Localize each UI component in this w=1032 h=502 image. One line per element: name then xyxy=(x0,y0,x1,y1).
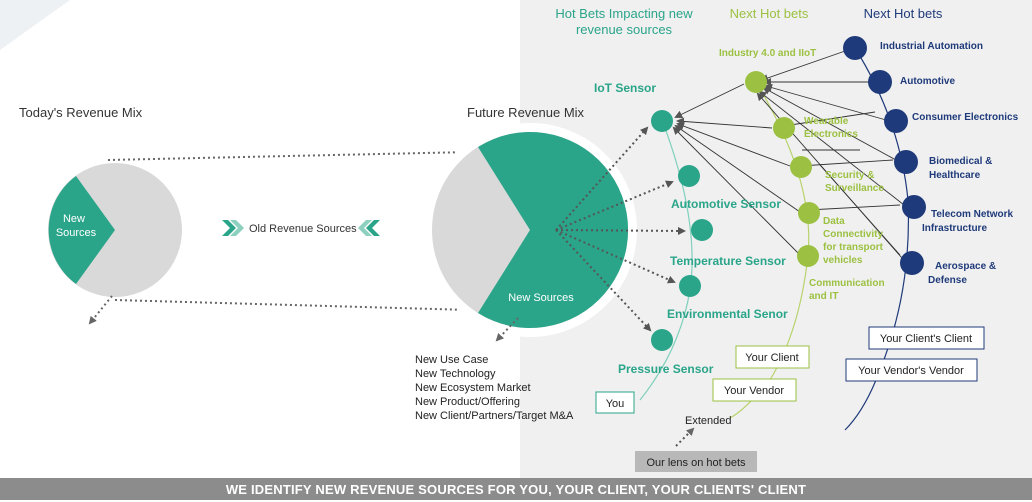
corner-decoration xyxy=(0,0,70,50)
node-security xyxy=(790,156,812,178)
node-telecom xyxy=(902,195,926,219)
our-lens-box: Our lens on hot bets xyxy=(635,451,757,472)
node-wearable xyxy=(773,117,795,139)
sensor-label-automotive: Automotive Sensor xyxy=(671,197,781,211)
list-connector xyxy=(495,317,519,342)
list-item: New Product/Offering xyxy=(415,396,520,408)
sensor-label-temperature: Temperature Sensor xyxy=(670,254,786,268)
old-revenue-label: Old Revenue Sources xyxy=(249,223,357,235)
green-label-comm-2: and IT xyxy=(809,291,838,302)
sensor-label-iot: IoT Sensor xyxy=(594,81,656,95)
todays-new-sources-label-2: Sources xyxy=(56,227,97,239)
list-item: New Client/Partners/Target M&A xyxy=(415,410,574,422)
connector-down-left xyxy=(88,295,113,325)
green-label-wearable-2: Electronics xyxy=(804,129,858,140)
green-nodes xyxy=(745,71,820,267)
future-new-sources-label: New Sources xyxy=(508,292,574,304)
you-label: You xyxy=(606,398,625,410)
blue-nodes xyxy=(843,36,926,275)
node-data xyxy=(798,202,820,224)
hot-bets-header: Hot Bets Impacting new xyxy=(555,6,693,21)
sensor-label-environmental: Environmental Senor xyxy=(667,307,788,321)
chevron-left-icon xyxy=(358,220,380,236)
your-vendor-label: Your Vendor xyxy=(724,385,784,397)
blue-label-industrial: Industrial Automation xyxy=(880,41,983,52)
node-communication xyxy=(797,245,819,267)
list-item: New Technology xyxy=(415,368,496,380)
your-client-label: Your Client xyxy=(745,352,798,364)
your-vendors-vendor-label: Your Vendor's Vendor xyxy=(858,365,964,377)
node-automotive-sensor xyxy=(678,165,700,187)
sensor-arrows xyxy=(555,126,686,332)
future-pie-new xyxy=(478,132,629,328)
node-aerospace xyxy=(900,251,924,275)
node-industry xyxy=(745,71,767,93)
node-environmental-sensor xyxy=(679,275,701,297)
blue-label-telecom-2: Infrastructure xyxy=(922,223,987,234)
todays-new-sources-label: New xyxy=(63,213,85,225)
hot-bets-header-2: revenue sources xyxy=(576,22,673,37)
new-sources-list: New Use Case New Technology New Ecosyste… xyxy=(415,354,574,422)
node-consumer-electronics xyxy=(884,109,908,133)
blue-label-automotive: Automotive xyxy=(900,76,955,87)
next-hot-bets-blue-header: Next Hot bets xyxy=(864,6,943,21)
green-label-data: Data xyxy=(823,216,845,227)
green-label-wearable: Wearable xyxy=(804,116,849,127)
node-biomedical xyxy=(894,150,918,174)
green-label-data-3: for transport xyxy=(823,242,884,253)
todays-revenue-title: Today's Revenue Mix xyxy=(19,105,143,120)
sensor-nodes xyxy=(651,110,713,351)
list-item: New Ecosystem Market xyxy=(415,382,531,394)
next-hot-bets-green-header: Next Hot bets xyxy=(730,6,809,21)
node-iot-sensor xyxy=(651,110,673,132)
extended-label: Extended xyxy=(685,415,731,427)
your-vendors-vendor-box: Your Vendor's Vendor xyxy=(845,358,978,382)
extended-arrow xyxy=(675,427,695,447)
todays-pie-new xyxy=(48,176,115,284)
green-label-comm: Communication xyxy=(809,278,885,289)
your-clients-client-box: Your Client's Client xyxy=(868,326,985,350)
green-label-data-2: Connectivity xyxy=(823,229,883,240)
blue-label-aerospace: Aerospace & xyxy=(935,261,996,272)
connector-bottom xyxy=(114,299,472,314)
sensor-label-pressure: Pressure Sensor xyxy=(618,362,714,376)
blue-label-telecom: Telecom Network xyxy=(931,209,1013,220)
blue-label-consumer: Consumer Electronics xyxy=(912,112,1019,123)
chevron-right-icon xyxy=(222,220,244,236)
node-automotive xyxy=(868,70,892,94)
green-label-security-2: Surveillance xyxy=(825,183,884,194)
blue-label-aerospace-2: Defense xyxy=(928,275,967,286)
our-lens-label: Our lens on hot bets xyxy=(646,457,746,469)
your-vendor-box: Your Vendor xyxy=(712,378,797,402)
green-label-industry: Industry 4.0 and IIoT xyxy=(719,48,816,59)
green-label-data-4: vehicles xyxy=(823,255,863,266)
your-client-box: Your Client xyxy=(735,345,810,369)
blue-label-biomedical-2: Healthcare xyxy=(929,170,981,181)
list-item: New Use Case xyxy=(415,354,488,366)
connector-top xyxy=(107,148,472,161)
node-industrial-automation xyxy=(843,36,867,60)
future-revenue-title: Future Revenue Mix xyxy=(467,105,585,120)
footer-banner: WE IDENTIFY NEW REVENUE SOURCES FOR YOU,… xyxy=(0,478,1032,500)
node-temperature-sensor xyxy=(691,219,713,241)
your-clients-client-label: Your Client's Client xyxy=(880,333,972,345)
blue-label-biomedical: Biomedical & xyxy=(929,156,992,167)
node-pressure-sensor xyxy=(651,329,673,351)
green-label-security: Security & xyxy=(825,170,874,181)
you-box: You xyxy=(595,391,635,414)
